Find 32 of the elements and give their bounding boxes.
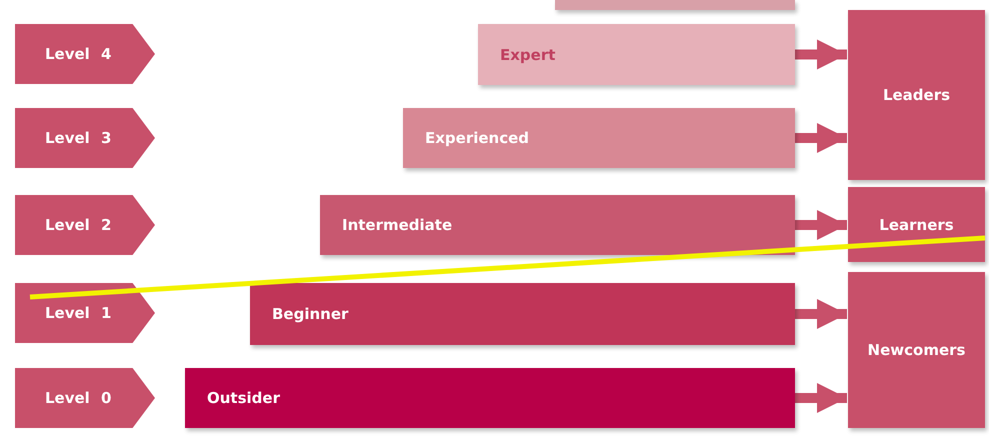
level-bar [320, 195, 795, 255]
level-label: Level 1 [45, 304, 112, 322]
level-label: Experienced [425, 129, 530, 147]
level-label: Level 3 [45, 129, 112, 147]
level-label: Beginner [272, 305, 348, 323]
group-box [848, 10, 985, 180]
level-tag [15, 195, 155, 255]
level-bar [478, 24, 795, 85]
arrow [795, 383, 847, 413]
level-tag [15, 283, 155, 343]
level-label: Level 2 [45, 216, 112, 234]
level-bar [555, 0, 795, 10]
level-label: Learners [879, 216, 954, 234]
arrow [795, 123, 847, 153]
arrow [795, 299, 847, 329]
group-box [848, 272, 985, 428]
level-label: Intermediate [342, 216, 452, 234]
level-bar [250, 283, 795, 345]
level-label: Level 4 [45, 45, 112, 63]
level-tag [15, 24, 155, 84]
level-label: Level 0 [45, 389, 112, 407]
level-label: Expert [500, 46, 556, 64]
group-box [848, 187, 985, 262]
level-label: Outsider [207, 389, 280, 407]
level-bar [403, 108, 795, 168]
level-tag [15, 368, 155, 428]
level-label: Leaders [882, 86, 950, 104]
arrow [795, 40, 847, 70]
level-label: Newcomers [868, 341, 966, 359]
level-tag [15, 108, 155, 168]
arrow [795, 210, 847, 240]
level-bar [185, 368, 795, 428]
